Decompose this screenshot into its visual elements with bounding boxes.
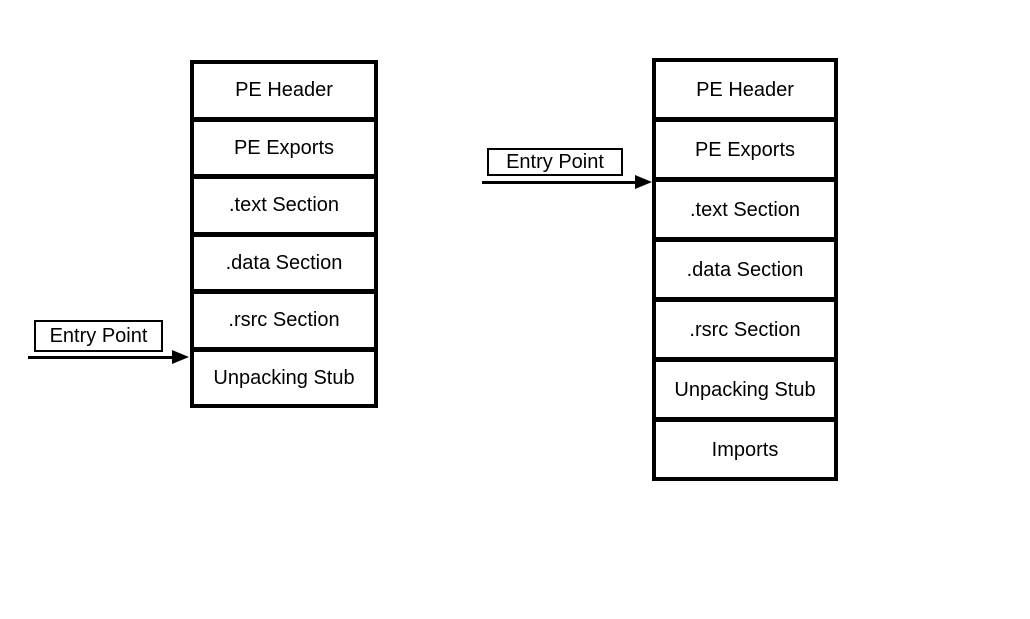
entry-point-arrow-line bbox=[482, 181, 636, 184]
section-box-data-section: .data Section bbox=[656, 242, 834, 302]
section-box-pe-exports: PE Exports bbox=[656, 122, 834, 182]
entry-point-label-box: Entry Point bbox=[487, 148, 623, 176]
section-box-data-section: .data Section bbox=[194, 236, 374, 294]
entry-point-arrow-head-icon bbox=[635, 175, 652, 189]
entry-point-arrow-line bbox=[28, 356, 173, 359]
entry-point-label: Entry Point bbox=[49, 325, 148, 347]
unpacked-pe-stack: PE Header PE Exports .text Section .data… bbox=[652, 58, 838, 481]
section-box-pe-header: PE Header bbox=[194, 64, 374, 122]
section-box-imports: Imports bbox=[656, 422, 834, 477]
section-box-pe-exports: PE Exports bbox=[194, 121, 374, 179]
section-box-pe-header: PE Header bbox=[656, 62, 834, 122]
entry-point-label-box: Entry Point bbox=[34, 320, 163, 352]
section-box-text-section: .text Section bbox=[656, 182, 834, 242]
section-box-rsrc-section: .rsrc Section bbox=[194, 294, 374, 352]
packed-pe-stack: PE Header PE Exports .text Section .data… bbox=[190, 60, 378, 408]
section-box-unpacking-stub: Unpacking Stub bbox=[194, 351, 374, 404]
section-box-text-section: .text Section bbox=[194, 179, 374, 237]
entry-point-label: Entry Point bbox=[506, 151, 604, 173]
entry-point-arrow-head-icon bbox=[172, 350, 189, 364]
section-box-unpacking-stub: Unpacking Stub bbox=[656, 362, 834, 422]
section-box-rsrc-section: .rsrc Section bbox=[656, 302, 834, 362]
